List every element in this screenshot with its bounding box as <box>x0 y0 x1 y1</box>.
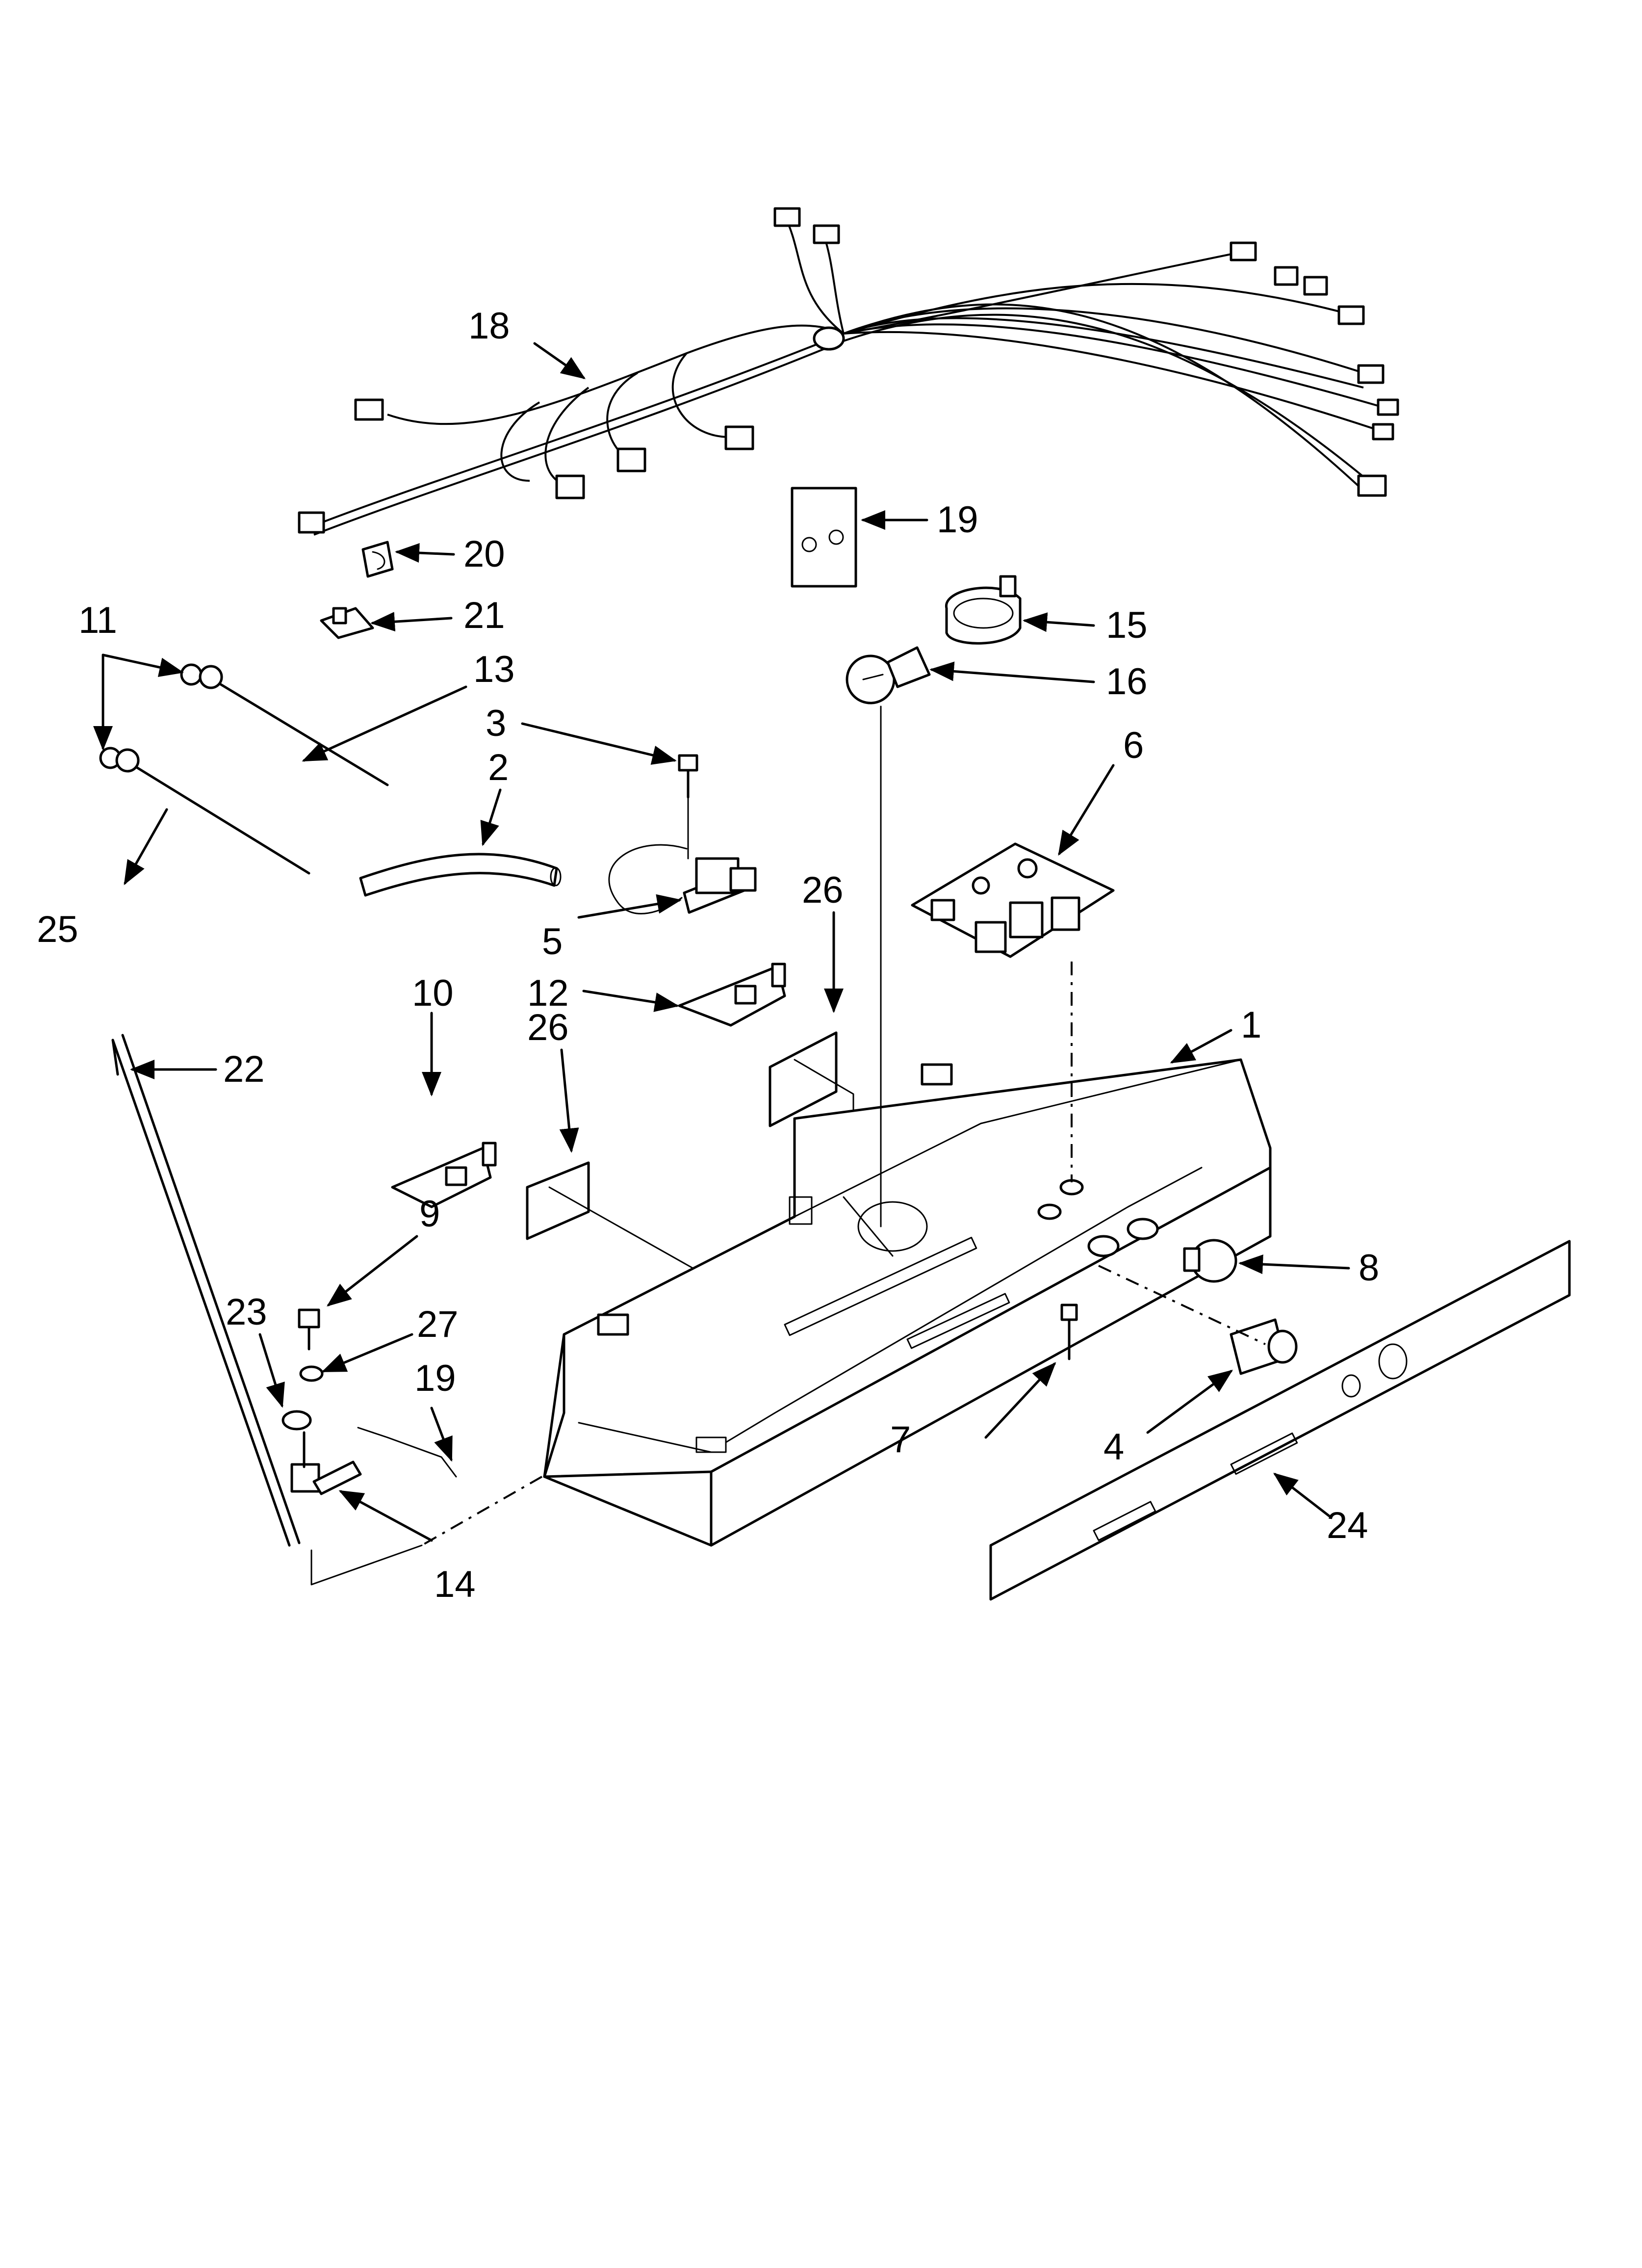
control-board <box>911 842 1115 958</box>
callout-3: 3 <box>486 703 506 744</box>
light-socket <box>945 575 1022 645</box>
light-bulb <box>846 646 931 704</box>
callout-8: 8 <box>1359 1247 1379 1289</box>
callout-15: 15 <box>1106 604 1148 646</box>
callout-27: 27 <box>417 1303 459 1345</box>
callout-2: 2 <box>488 747 509 788</box>
tube <box>359 853 562 897</box>
callout-9: 9 <box>419 1193 440 1235</box>
callout-14: 14 <box>434 1564 476 1605</box>
callout-21: 21 <box>463 595 505 636</box>
callout-25: 25 <box>37 909 78 950</box>
rods <box>99 663 389 875</box>
callout-4: 4 <box>1103 1426 1124 1468</box>
callout-24: 24 <box>1327 1505 1368 1546</box>
knob <box>1230 1318 1298 1375</box>
callout-20: 20 <box>463 533 505 575</box>
callout-17: 18 <box>468 305 510 347</box>
callout-16: 16 <box>1106 661 1148 703</box>
callout-10: 10 <box>412 972 454 1014</box>
callout-26-upper: 26 <box>802 869 844 911</box>
callout-6: 6 <box>1123 725 1144 766</box>
callout-13: 13 <box>473 649 515 690</box>
callout-1: 1 <box>1241 1004 1261 1046</box>
bracket-12 <box>678 963 786 1027</box>
wire-harness <box>298 207 1399 536</box>
callout-5: 5 <box>542 921 563 963</box>
callout-19: 19 <box>414 1357 456 1399</box>
callout-arrows <box>93 342 1350 1542</box>
callout-12: 12 <box>527 972 569 1014</box>
leader-lines <box>310 705 1266 1586</box>
screw-3 <box>678 754 698 799</box>
rod-22 <box>111 1034 301 1547</box>
hinge-hardware <box>282 1308 457 1495</box>
bracket-small <box>320 607 374 639</box>
switch <box>608 844 757 914</box>
control-housing <box>543 1058 1272 1547</box>
pad <box>791 487 857 588</box>
bracket-10 <box>391 1142 497 1208</box>
screw-7 <box>1060 1303 1078 1360</box>
callout-22: 22 <box>223 1048 265 1090</box>
callout-18: 19 <box>937 499 978 541</box>
callout-7: 7 <box>890 1419 911 1460</box>
callout-26-lower: 26 <box>527 1007 569 1048</box>
plug <box>1183 1239 1237 1283</box>
callout-11: 11 <box>78 600 117 641</box>
clip <box>361 541 394 578</box>
callout-23: 23 <box>226 1291 267 1333</box>
callout-numbers: 18 19 20 21 15 16 11 13 3 2 6 25 5 26 12… <box>37 305 1379 1605</box>
trim-strip <box>989 1240 1571 1601</box>
